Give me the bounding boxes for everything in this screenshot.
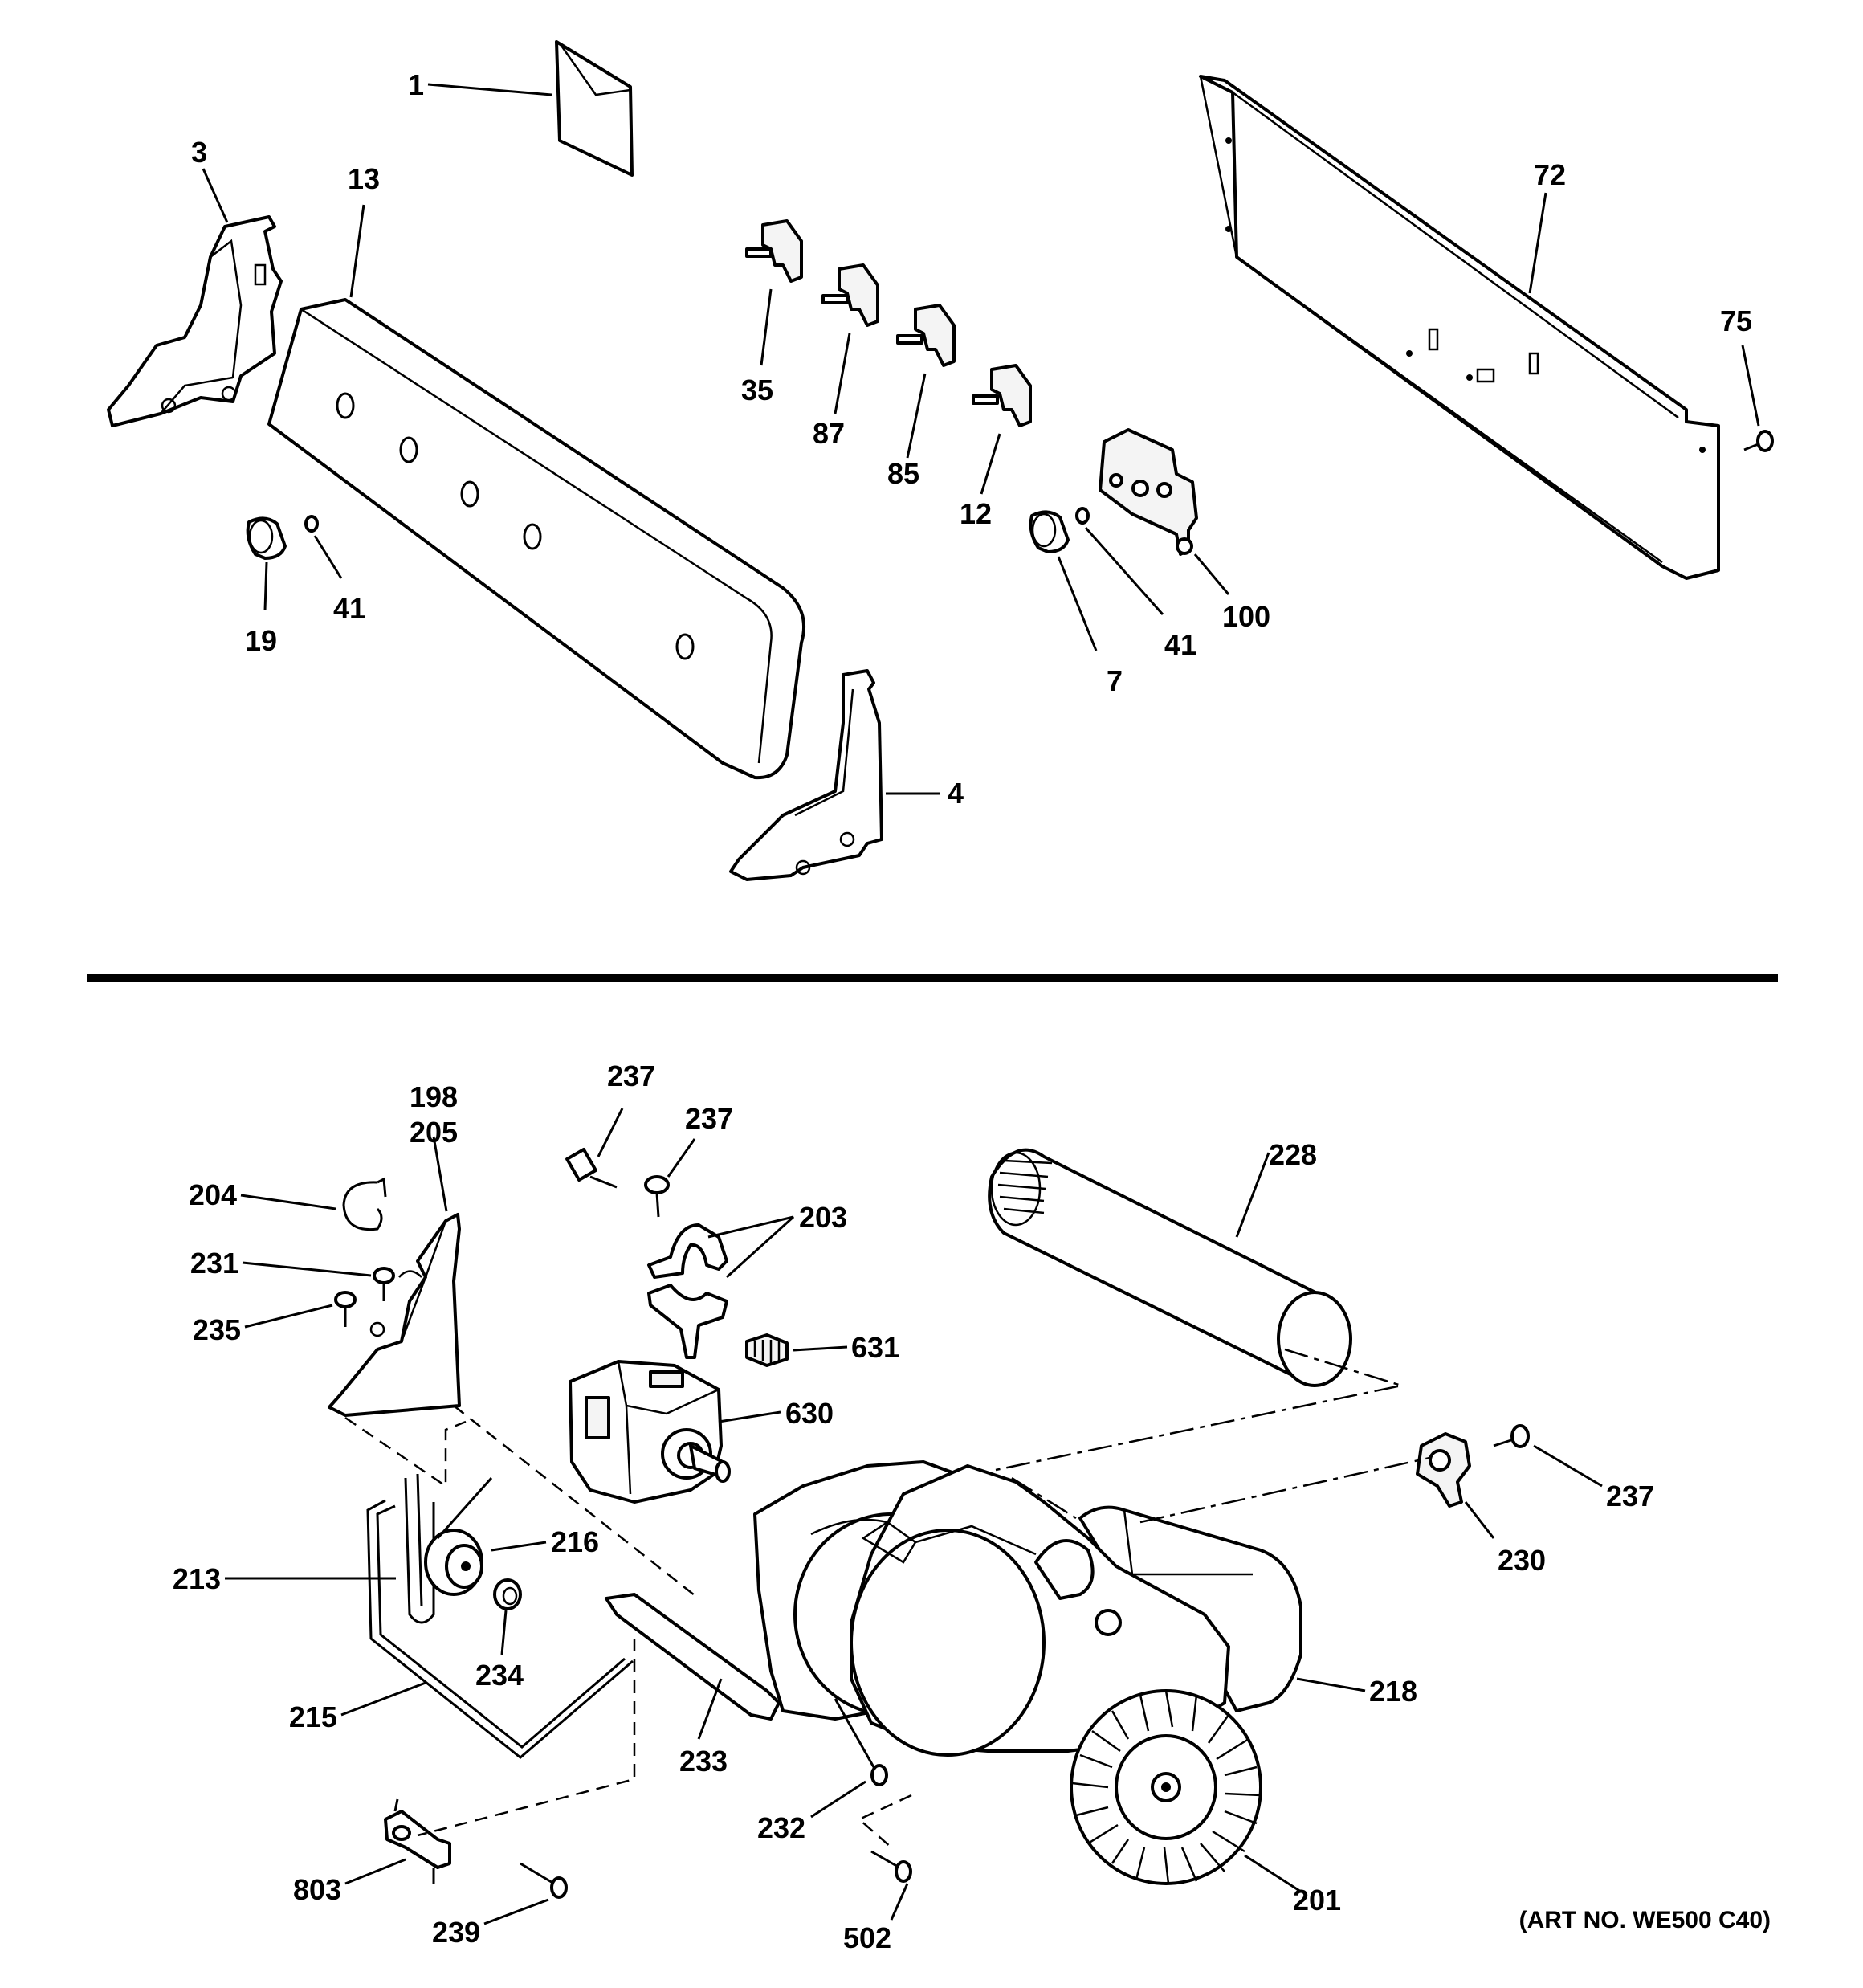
part-4-right-endcap: [729, 669, 940, 881]
part-204-clip: [240, 1177, 387, 1231]
part-labels: 1 3 13 72 75 35 87 85 12 100 19 41 41 7 …: [173, 68, 1771, 1954]
label-231: 231: [190, 1247, 238, 1280]
label-100: 100: [1222, 600, 1270, 633]
label-232: 232: [757, 1811, 805, 1844]
label-41-left: 41: [333, 592, 365, 625]
label-85: 85: [887, 457, 919, 490]
label-12: 12: [960, 497, 992, 530]
part-237-bolt-c: [1493, 1424, 1603, 1488]
label-630: 630: [785, 1397, 834, 1430]
part-215-idler-arm: [340, 1499, 634, 1759]
label-198: 198: [410, 1080, 458, 1113]
assembly-lines: [344, 1348, 1430, 1848]
part-235-screw: [244, 1291, 357, 1329]
part-41-spacer-left: [304, 515, 343, 579]
label-237-c: 237: [1606, 1480, 1654, 1512]
part-87-switch: [821, 263, 879, 414]
label-237-a: 237: [607, 1059, 655, 1092]
label-239: 239: [432, 1916, 480, 1949]
part-19-knob: [246, 516, 287, 611]
label-1: 1: [408, 68, 424, 101]
label-237-b: 237: [685, 1102, 733, 1135]
label-41-right: 41: [1164, 628, 1196, 661]
part-803-switch: [344, 1798, 451, 1885]
label-803: 803: [293, 1873, 341, 1906]
part-630-motor: [569, 1360, 781, 1504]
part-7-knob: [1029, 510, 1098, 651]
label-72: 72: [1534, 158, 1566, 191]
panel-knob-holes: [336, 392, 695, 660]
label-4: 4: [948, 777, 964, 810]
label-234: 234: [475, 1659, 524, 1692]
label-218: 218: [1369, 1675, 1417, 1708]
label-235: 235: [193, 1313, 241, 1346]
label-204: 204: [189, 1178, 237, 1211]
part-228-duct: [988, 1148, 1352, 1387]
label-228: 228: [1269, 1138, 1317, 1171]
label-75: 75: [1720, 304, 1752, 337]
part-230-thermostat: [1416, 1432, 1495, 1539]
part-72-rear-panel: [1199, 75, 1720, 580]
part-502-screw: [870, 1850, 912, 1921]
label-3: 3: [191, 136, 207, 169]
part-237-bolt-b: [644, 1138, 696, 1218]
part-237-bolt-a: [565, 1108, 624, 1189]
part-203-clamp-upper: [647, 1223, 728, 1279]
part-203-clamp-lower: [647, 1284, 728, 1359]
part-231-screw: [242, 1261, 395, 1301]
part-239-screw: [483, 1862, 568, 1925]
label-233: 233: [679, 1745, 728, 1778]
label-87: 87: [813, 417, 845, 450]
part-233-base-bracket: [605, 1593, 781, 1740]
part-218-blower-housing: [753, 1460, 1366, 1757]
part-201-blower-wheel: [1070, 1689, 1302, 1893]
part-631-connector: [745, 1333, 848, 1367]
art-number: (ART NO. WE500 C40): [1519, 1907, 1771, 1933]
label-213: 213: [173, 1562, 221, 1595]
part-232-bolt: [810, 1698, 888, 1819]
label-502: 502: [843, 1921, 891, 1954]
part-100-timer: [1099, 428, 1230, 595]
part-203-leader: [707, 1215, 795, 1279]
label-230: 230: [1498, 1544, 1546, 1577]
label-13: 13: [348, 162, 380, 195]
part-75-screw: [1741, 345, 1774, 452]
part-234-pulley: [493, 1578, 522, 1655]
label-203: 203: [799, 1201, 847, 1234]
label-7: 7: [1107, 664, 1123, 697]
label-201: 201: [1293, 1884, 1341, 1917]
part-198-205-bracket: [328, 1136, 461, 1417]
part-41-spacer-right: [1075, 507, 1164, 615]
part-12-switch: [972, 364, 1032, 495]
label-216: 216: [551, 1525, 599, 1558]
label-205: 205: [410, 1116, 458, 1149]
part-213-belt: [225, 1473, 435, 1624]
part-1-envelope: [427, 40, 634, 177]
label-19: 19: [245, 624, 277, 657]
section-divider: [87, 974, 1778, 982]
part-85-switch: [896, 304, 956, 459]
label-35: 35: [741, 374, 773, 406]
label-631: 631: [851, 1331, 899, 1364]
part-35-switch: [745, 219, 803, 366]
part-13-control-panel: [267, 204, 805, 780]
part-3-left-endcap: [107, 168, 283, 427]
label-215: 215: [289, 1700, 337, 1733]
part-216-idler-pulley: [424, 1477, 547, 1596]
